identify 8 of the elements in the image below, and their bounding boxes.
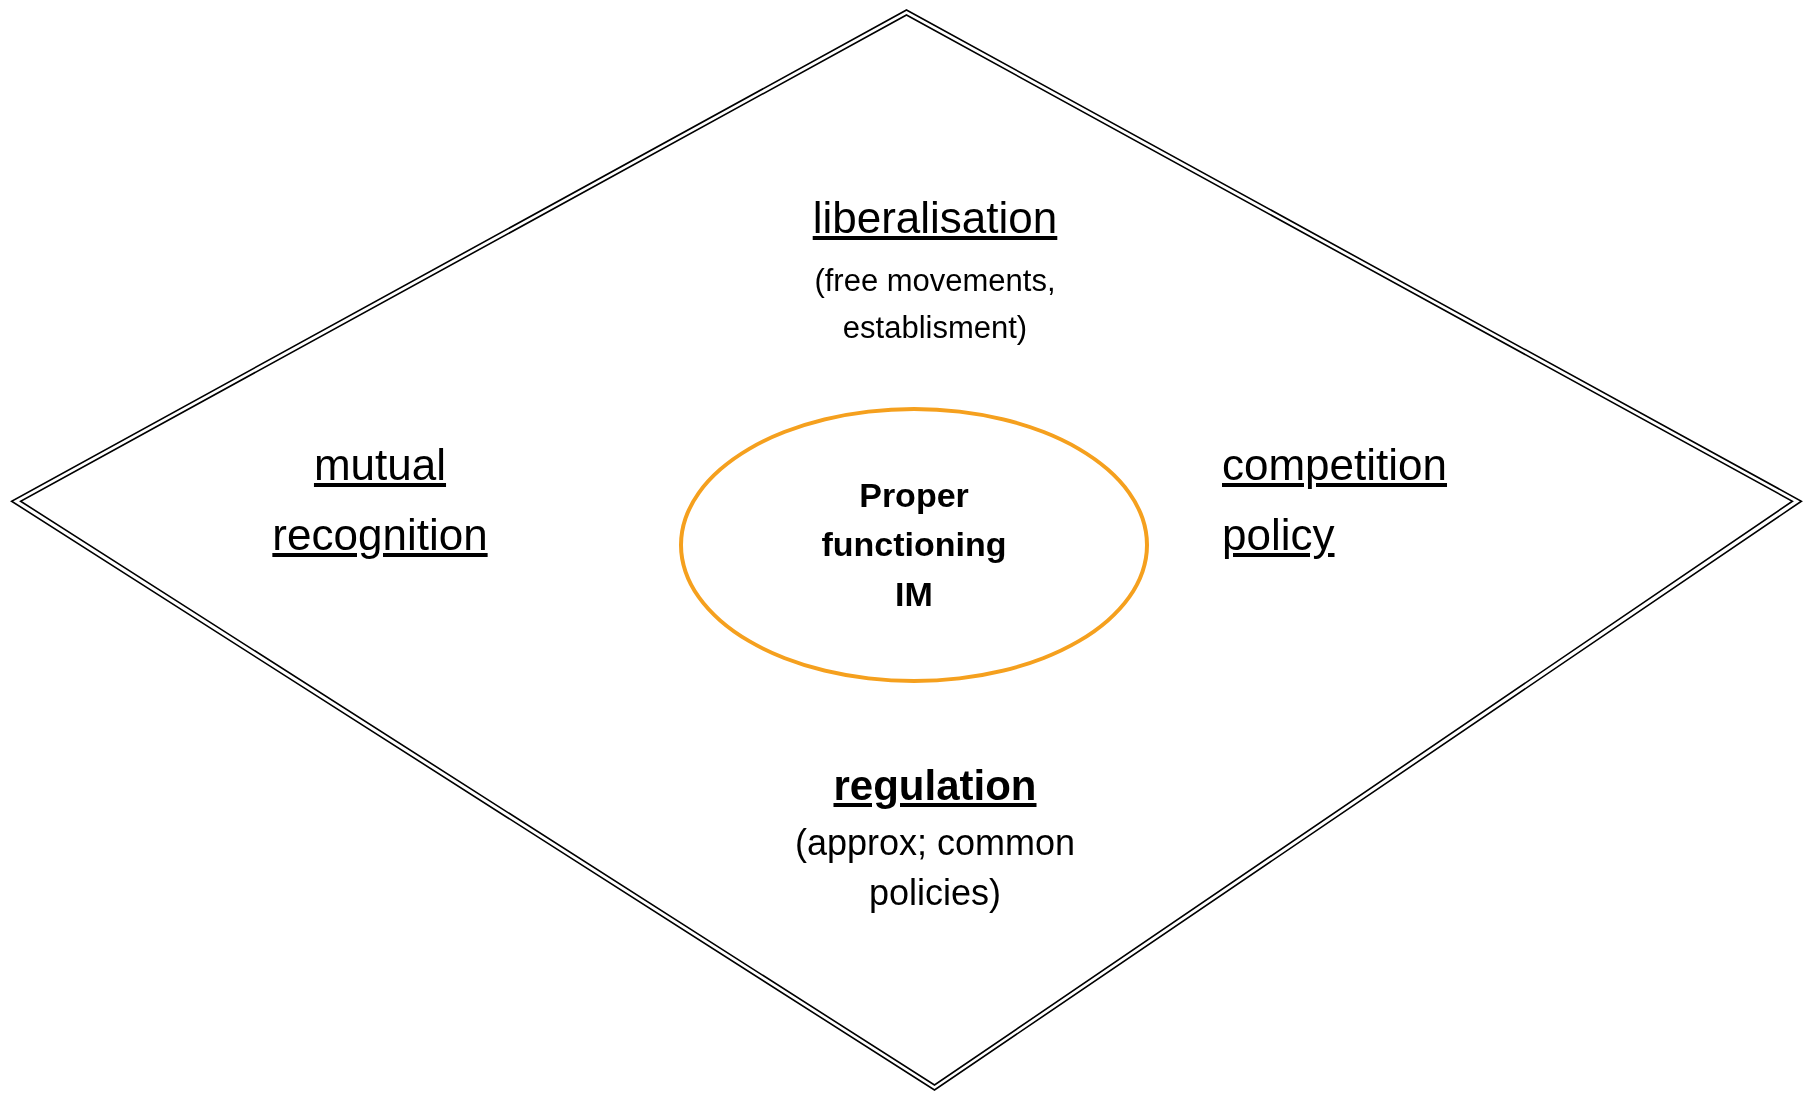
note-text: (approx; common policies) (793, 821, 1077, 916)
heading-label: liberalisation (811, 192, 1059, 244)
heading-label: mutual recognition (271, 439, 489, 562)
heading-label: regulation (832, 761, 1038, 811)
note-text: (free movements, establisment) (813, 262, 1057, 347)
ellipse-node (679, 407, 1149, 683)
center-label: Proper functioning IM (820, 475, 1008, 615)
heading-label: competition policy (1222, 439, 1448, 562)
